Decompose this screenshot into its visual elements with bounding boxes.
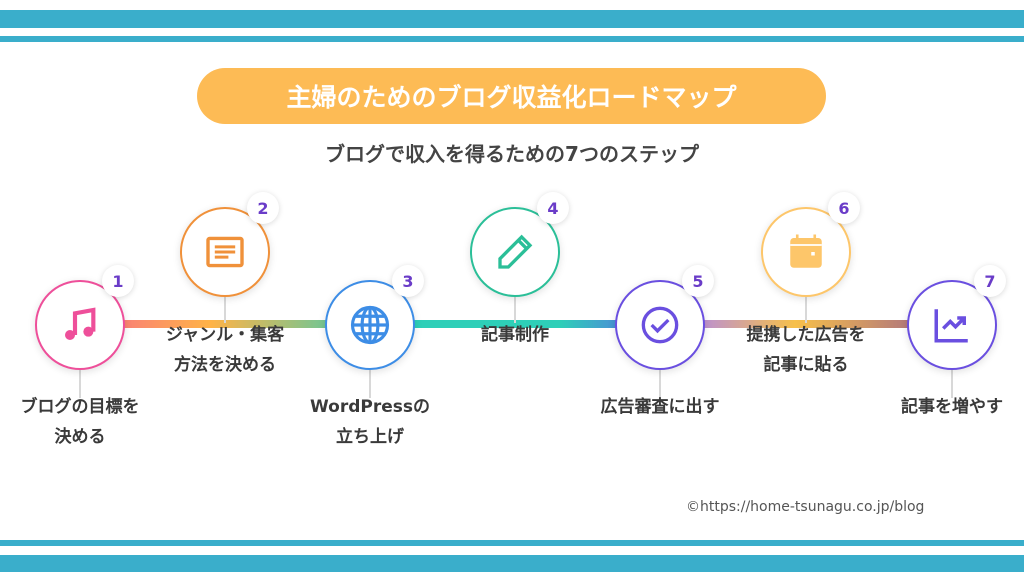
connector-stem <box>805 297 807 323</box>
pencil-icon <box>495 232 535 272</box>
step-label-line2: 記事に貼る <box>763 355 849 375</box>
roadmap-line <box>80 320 952 328</box>
step-number-badge: 1 <box>102 265 134 297</box>
step-label-line1: ブログの目標を <box>20 397 140 417</box>
music-note-icon <box>60 305 100 345</box>
step-number-badge: 6 <box>828 192 860 224</box>
calendar-icon <box>785 231 827 273</box>
step-number-badge: 4 <box>537 192 569 224</box>
subtitle: ブログで収入を得るための7つのステップ <box>325 142 699 166</box>
step-number-badge: 5 <box>682 265 714 297</box>
step-label-line1: 広告審査に出す <box>600 397 720 417</box>
bottom-stripe-thin <box>0 540 1024 546</box>
step-label-line1: ジャンル・集客 <box>165 325 285 345</box>
step-label-line1: 提携した広告を <box>746 325 866 345</box>
step-label: 広告審査に出す <box>570 392 750 422</box>
step-label-line1: 記事を増やす <box>901 397 1003 417</box>
step-label: 提携した広告を記事に貼る <box>716 320 896 380</box>
step-label-line1: 記事制作 <box>481 325 549 345</box>
top-stripe <box>0 10 1024 28</box>
step-label-line2: 方法を決める <box>174 355 276 375</box>
step-number-badge: 7 <box>974 265 1006 297</box>
step-1-circle <box>35 280 125 370</box>
step-label-line2: 決める <box>54 427 106 447</box>
globe-icon <box>349 304 391 346</box>
step-number-badge: 3 <box>392 265 424 297</box>
top-stripe-thin <box>0 36 1024 42</box>
step-label-line2: 立ち上げ <box>336 427 404 447</box>
copyright: ©https://home-tsunagu.co.jp/blog <box>686 499 925 515</box>
step-label: WordPressの立ち上げ <box>280 392 460 452</box>
title-banner: 主婦のためのブログ収益化ロードマップ <box>197 68 826 124</box>
check-circle-icon <box>640 305 680 345</box>
document-icon <box>204 235 246 269</box>
step-number-badge: 2 <box>247 192 279 224</box>
step-3-circle <box>325 280 415 370</box>
connector-stem <box>951 370 953 398</box>
chart-up-icon <box>931 304 973 346</box>
step-label: 記事を増やす <box>862 392 1024 422</box>
step-label: ブログの目標を決める <box>0 392 170 452</box>
connector-stem <box>79 370 81 398</box>
step-label: 記事制作 <box>425 320 605 350</box>
step-label: ジャンル・集客方法を決める <box>135 320 315 380</box>
connector-stem <box>369 370 371 398</box>
step-label-line1: WordPressの <box>310 397 430 417</box>
connector-stem <box>224 297 226 323</box>
connector-stem <box>514 297 516 323</box>
title: 主婦のためのブログ収益化ロードマップ <box>286 83 737 112</box>
connector-stem <box>659 370 661 398</box>
bottom-stripe <box>0 555 1024 572</box>
